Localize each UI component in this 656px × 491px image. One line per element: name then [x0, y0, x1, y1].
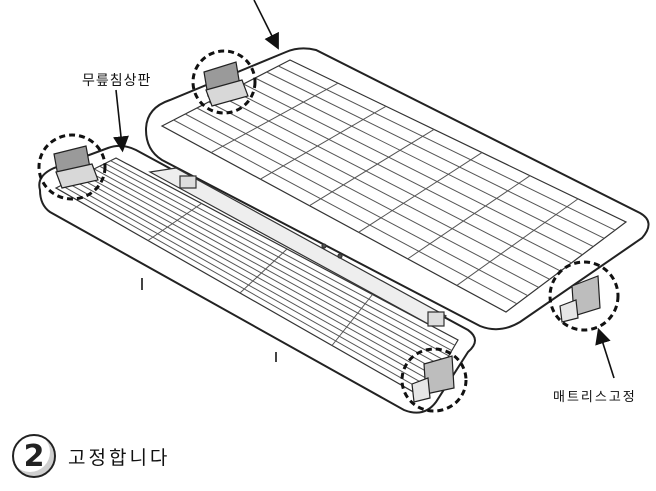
grid-wire: [72, 179, 434, 383]
grid-wire: [88, 171, 443, 367]
grid-wire: [83, 173, 440, 373]
grid-wire: [61, 184, 428, 394]
grid-wire: [77, 176, 437, 378]
grid-wire: [331, 294, 373, 346]
arrow-icon: [113, 0, 615, 379]
back-bed-panel: [144, 47, 650, 331]
grid-wire: [260, 105, 387, 180]
mattress-fixing-bracket-icon: [559, 275, 601, 323]
step-instruction: 2 고정합니다: [12, 432, 170, 480]
grid-wire: [99, 165, 449, 357]
grid-wire: [243, 83, 583, 256]
mattress-fixing-bracket-icon: [203, 61, 249, 107]
grid-wire: [358, 152, 483, 233]
grid-wire: [456, 198, 579, 286]
grid-wire: [66, 182, 431, 388]
grid-wire: [266, 71, 605, 239]
grid-wire: [185, 113, 529, 297]
grid-wire: [278, 65, 616, 231]
front-bed-panel: [38, 144, 476, 414]
mattress-fixing-bracket-icon: [411, 355, 455, 403]
grid-wire: [104, 163, 453, 351]
step-text: 고정합니다: [68, 446, 171, 469]
grid-wire: [173, 119, 518, 305]
grid-wire: [219, 95, 561, 272]
step-number-badge: 2: [12, 434, 56, 478]
grid-wire: [93, 168, 446, 362]
grid-wire: [208, 101, 550, 280]
grid-wire: [231, 89, 572, 264]
mattress-fixing-bracket-icon: [53, 145, 99, 189]
hinge-rail: [148, 167, 448, 327]
grid-wire: [147, 203, 202, 241]
grid-wire: [239, 248, 288, 294]
grid-wire: [309, 129, 435, 207]
grid-wire: [407, 175, 531, 260]
leg-panel-label: 무릎침상판: [82, 73, 152, 89]
grid-wire: [254, 77, 594, 247]
dashed-circle-highlight: [37, 49, 620, 413]
grid-wire: [196, 107, 539, 288]
grid-wire: [110, 160, 456, 346]
mattress-fixer-label: 매트리스고정: [553, 390, 637, 405]
bed-legs: [141, 278, 277, 362]
grid-wire: [210, 82, 339, 154]
